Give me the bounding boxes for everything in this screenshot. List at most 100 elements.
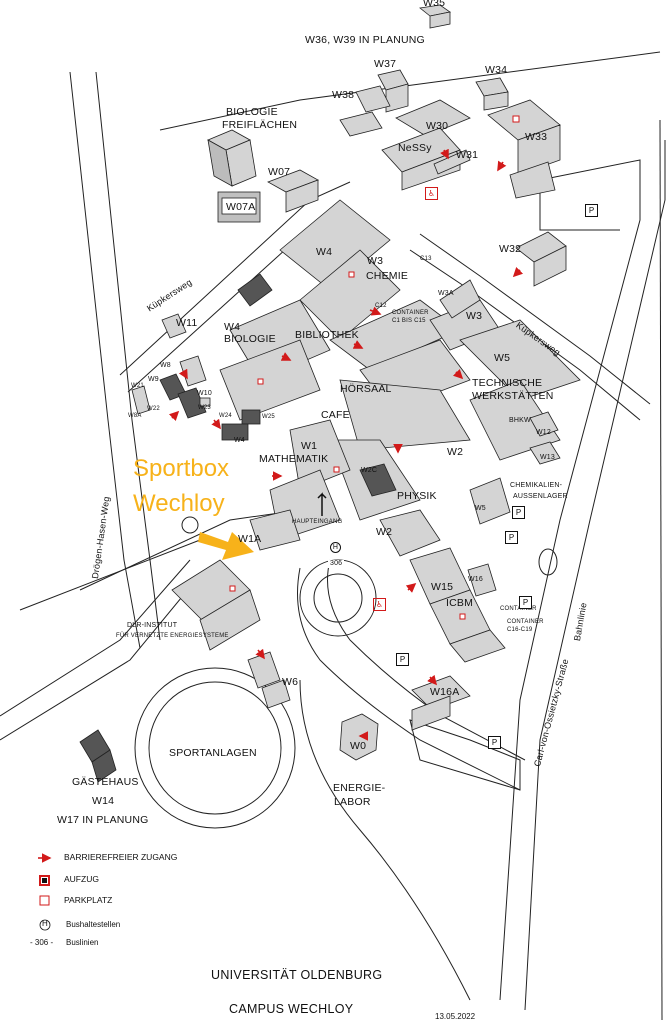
label-gaestehaus-3: W17 IN PLANUNG — [57, 814, 149, 826]
label-w9: W9 — [148, 376, 159, 383]
sportbox-arrow — [198, 532, 254, 560]
legend-parkplatz: PARKPLATZ — [64, 895, 113, 905]
label-w2-top: W2 — [447, 446, 464, 458]
label-container-c16-1: CONTAINER — [507, 619, 544, 625]
label-w30: W30 — [426, 120, 449, 132]
legend-buslinien-symbol: - 306 - — [30, 938, 54, 947]
label-nessy: NeSSy — [398, 142, 432, 154]
label-w11: W11 — [176, 317, 198, 329]
label-w07: W07 — [268, 166, 291, 178]
label-haupteingang: HAUPTEINGANG — [292, 519, 343, 525]
label-technische-2: WERKSTÄTTEN — [472, 390, 554, 402]
label-w16: W16 — [468, 576, 483, 583]
label-container-c1-c15-2: C1 BIS C15 — [392, 318, 426, 324]
label-w3-right: W3 — [466, 310, 483, 322]
legend-aufzug: AUFZUG — [64, 874, 99, 884]
label-w8a: W8A — [128, 413, 142, 419]
label-dlr-2: FÜR VERNETZTE ENERGIESYSTEME — [116, 633, 229, 639]
footer-date: 13.05.2022 — [435, 1012, 476, 1021]
label-w38: W38 — [332, 89, 355, 101]
label-gaestehaus-2: W14 — [92, 795, 115, 807]
legend-buslinien: Buslinien — [66, 938, 99, 947]
accessible-parking-icon: ♿ — [373, 598, 386, 611]
label-w6: W6 — [282, 676, 299, 688]
label-w1a: W1A — [238, 533, 262, 545]
label-biologie-freiflaechen-1: BIOLOGIE — [226, 106, 278, 118]
elevator-markers — [229, 115, 520, 620]
bus-stop-icon: H — [330, 542, 341, 553]
label-w21: W21 — [131, 383, 144, 389]
label-w22: W22 — [147, 406, 160, 412]
bus-line-label: 306 — [328, 560, 345, 569]
parking-icon: P — [488, 736, 501, 749]
label-container-c16-2: C16-C19 — [507, 627, 533, 633]
label-energie-2: LABOR — [334, 796, 371, 808]
label-w8: W8 — [160, 362, 171, 369]
label-biologie-freiflaechen-2: FREIFLÄCHEN — [222, 119, 298, 131]
label-dlr-1: DLR-INSTITUT — [127, 622, 178, 629]
label-w4-small: W4 — [234, 437, 245, 444]
accessible-parking-icon: ♿ — [425, 187, 438, 200]
label-mathematik: MATHEMATIK — [259, 453, 329, 465]
label-w13: W13 — [540, 454, 555, 461]
sportbox-annotation: Sportbox Wechloy — [133, 452, 229, 522]
label-w32: W32 — [499, 243, 522, 255]
label-icbm: ICBM — [446, 597, 474, 609]
label-w33: W33 — [525, 131, 548, 143]
label-w5-small: W5 — [475, 505, 486, 512]
label-bibliothek: BIBLIOTHEK — [295, 329, 359, 341]
sportbox-line-2: Wechloy — [133, 489, 225, 517]
label-physik: PHYSIK — [397, 490, 437, 502]
label-technische-1: TECHNISCHE — [472, 377, 543, 389]
label-w16a: W16A — [430, 686, 460, 698]
label-c13: C13 — [420, 256, 432, 262]
label-w4-biologie-2: BIOLOGIE — [224, 333, 276, 345]
footer-campus: CAMPUS WECHLOY — [229, 1002, 354, 1016]
legend-bushaltestellen: Bushaltestellen — [66, 920, 121, 929]
accessible-entrance-markers — [168, 148, 524, 741]
label-w25: W25 — [262, 414, 275, 420]
legend-barrierefrei: BARRIEREFREIER ZUGANG — [64, 852, 178, 862]
label-w3a: W3A — [438, 290, 454, 297]
label-w24: W24 — [219, 413, 232, 419]
buildings — [79, 4, 581, 783]
label-w37: W37 — [374, 58, 397, 70]
label-w07a: W07A — [226, 201, 256, 213]
label-w5: W5 — [494, 352, 511, 364]
label-w0: W0 — [350, 740, 367, 752]
parking-icon: P — [512, 506, 525, 519]
label-w15: W15 — [431, 581, 454, 593]
label-chemikalien-2: AUSSENLAGER — [513, 493, 568, 500]
label-container-c1-c15-1: CONTAINER — [392, 310, 429, 316]
label-c12: C12 — [375, 303, 387, 309]
label-hoersaal: HÖRSAAL — [340, 383, 392, 395]
label-bhkw: BHKW — [509, 417, 531, 424]
label-w23: W23 — [198, 405, 211, 411]
label-w36-w39: W36, W39 IN PLANUNG — [305, 34, 425, 46]
label-w35: W35 — [423, 0, 446, 9]
parking-icon: P — [519, 596, 532, 609]
parking-icon: P — [585, 204, 598, 217]
label-chemie: CHEMIE — [366, 270, 409, 282]
label-w1: W1 — [301, 440, 318, 452]
label-w4-biologie-1: W4 — [224, 321, 241, 333]
label-w10: W10 — [197, 390, 212, 397]
legend-symbols — [38, 853, 52, 931]
parking-icon: P — [396, 653, 409, 666]
label-w2c: W2C — [361, 467, 378, 474]
label-w12: W12 — [536, 429, 551, 436]
label-cafe: CAFE — [321, 409, 350, 421]
label-energie-1: ENERGIE- — [333, 782, 386, 794]
legend-bus-stop-symbol: H — [42, 919, 48, 928]
roads — [0, 51, 666, 1021]
label-chemikalien-1: CHEMIKALIEN- — [510, 482, 563, 489]
footer-university: UNIVERSITÄT OLDENBURG — [211, 968, 383, 982]
label-w34: W34 — [485, 64, 508, 76]
sportbox-line-1: Sportbox — [133, 455, 230, 482]
label-gaestehaus-1: GÄSTEHAUS — [72, 776, 139, 788]
label-w2-bottom: W2 — [376, 526, 393, 538]
label-sportanlagen: SPORTANLAGEN — [169, 747, 257, 759]
label-container-small: CONTAINER — [500, 606, 537, 612]
main-entrance-arrow — [317, 492, 327, 516]
